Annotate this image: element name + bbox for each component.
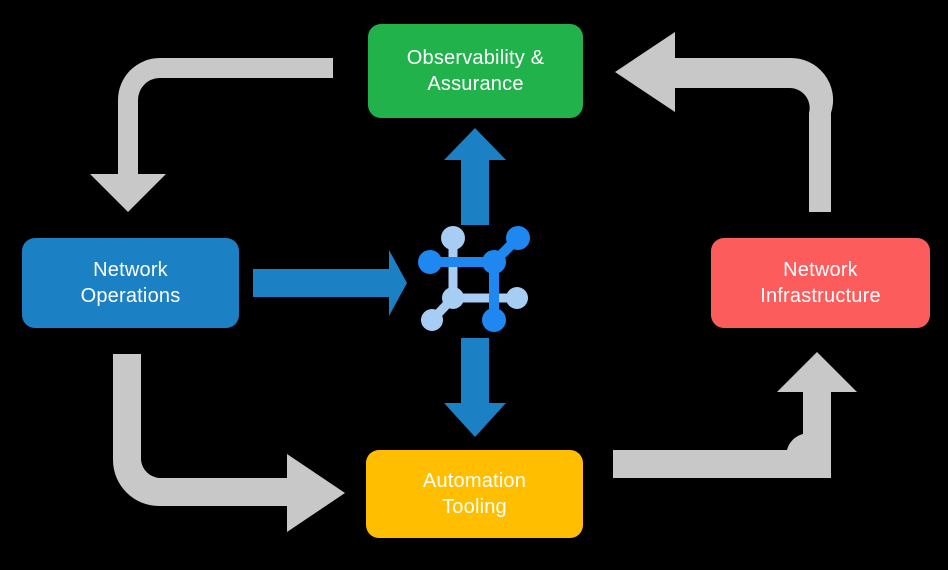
- gray-arrow-operations-to-automation: [113, 354, 345, 532]
- node-network-operations[interactable]: Network Operations: [22, 238, 239, 328]
- node-observability-and-assurance[interactable]: Observability & Assurance: [368, 24, 583, 118]
- topology-secondary-nodes: [421, 226, 528, 331]
- node-label-network-operations: Network Operations: [80, 258, 181, 307]
- blue-arrow-operations-to-center: [253, 250, 407, 316]
- gray-arrow-automation-to-infrastructure: [613, 352, 857, 478]
- gray-arrow-infrastructure-to-observability: [615, 32, 834, 212]
- node-label-automation-tooling: Automation Tooling: [422, 469, 527, 518]
- node-label-network-infrastructure: Network Infrastructure: [760, 258, 881, 307]
- topology-primary-nodes: [418, 226, 530, 332]
- blue-arrow-center-to-observability: [444, 128, 506, 225]
- network-topology-icon: [418, 226, 530, 332]
- node-automation-tooling[interactable]: Automation Tooling: [366, 450, 583, 538]
- gray-arrow-observability-to-operations: [90, 58, 333, 212]
- node-label-observability: Observability & Assurance: [406, 46, 545, 95]
- node-network-infrastructure[interactable]: Network Infrastructure: [711, 238, 930, 328]
- blue-arrow-center-to-automation: [444, 338, 506, 437]
